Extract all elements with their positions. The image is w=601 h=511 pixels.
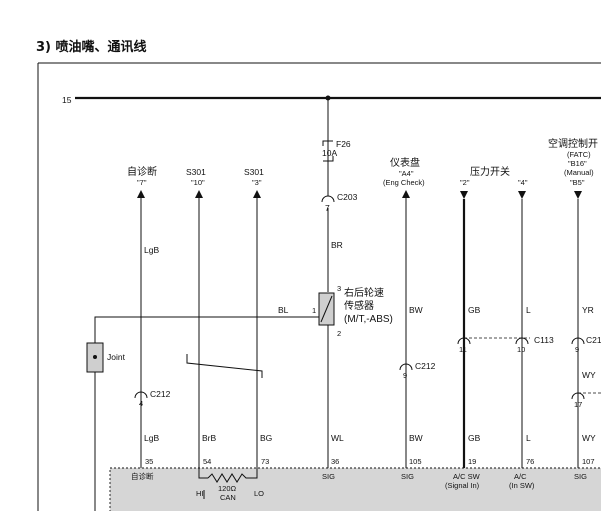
meter-wire-color: BW	[409, 305, 423, 315]
ac-wire-color: YR	[582, 305, 594, 315]
connector-c212-b	[399, 363, 413, 371]
ecu-press2-label-2: (Signal In)	[445, 481, 480, 490]
press2-arrow	[460, 191, 468, 199]
ac-wire-mid: WY	[582, 370, 596, 380]
press4-conn-pin: 10	[517, 345, 525, 354]
ecu-press4-label-2: (In SW)	[509, 481, 535, 490]
ac-wire-color-2: WY	[582, 433, 596, 443]
diag-wire-color: LgB	[144, 245, 159, 255]
bus-label: 15	[62, 95, 72, 105]
wire-color-wl: WL	[331, 433, 344, 443]
ac-arrow	[574, 191, 582, 199]
meter-note: (Eng Check)	[383, 178, 425, 187]
diag-c212-pin: 4	[139, 399, 143, 408]
c113-label: C113	[534, 335, 554, 345]
press4-ecu-pin: 76	[526, 457, 534, 466]
diagram-heading: 3) 喷油嘴、通讯线	[36, 39, 147, 55]
c212-label-a: C212	[150, 389, 171, 399]
meter-label: 仪表盘	[390, 156, 420, 169]
sensor-pin1: 1	[312, 306, 316, 315]
can-resistor-value: 120Ω	[218, 484, 237, 493]
s301a-wire-color: BrB	[202, 433, 217, 443]
meter-wire-color-2: BW	[409, 433, 423, 443]
press2-conn-pin: 11	[459, 345, 467, 354]
press2-wire-color: GB	[468, 305, 481, 315]
c212-label-b: C212	[415, 361, 436, 371]
ac-b5: "B5"	[570, 178, 585, 187]
ecu-press4-label: A/C	[514, 472, 527, 481]
ac-ecu-pin: 107	[582, 457, 595, 466]
diag-ecu-pin: 35	[145, 457, 153, 466]
press4-wire-color: L	[526, 305, 531, 315]
ac-manual: (Manual)	[564, 168, 594, 177]
diag-label: 自诊断	[127, 165, 157, 178]
meter-pin: "A4"	[399, 169, 414, 178]
ecu-module	[109, 467, 601, 511]
fuse-rating: 10A	[322, 148, 337, 158]
wire-color-br: BR	[331, 240, 343, 250]
ac-b16: "B16"	[568, 159, 587, 168]
joint-label: Joint	[107, 352, 126, 362]
ecu-diag-label: 自诊断	[131, 471, 154, 481]
meter-c212-pin: 9	[403, 371, 407, 380]
wire-bl	[94, 316, 319, 343]
can-resistor-lead	[198, 468, 258, 479]
diag-arrow	[137, 190, 145, 198]
s301b-pin: "3"	[252, 178, 262, 187]
diag-wire-color-2: LgB	[144, 433, 159, 443]
connector-c203	[321, 195, 335, 203]
fuse-id: F26	[336, 139, 351, 149]
fuse-symbol	[322, 140, 334, 162]
ac-conn-pin-top: 9	[575, 345, 579, 354]
sensor-pin3: 3	[337, 284, 341, 293]
can-resistor-symbol	[207, 473, 248, 483]
press2-pin: "2"	[460, 178, 470, 187]
ecu-press2-label: A/C SW	[453, 472, 481, 481]
ecu-meter-label: SIG	[401, 472, 414, 481]
s301b-label: S301	[244, 167, 264, 177]
connector-c212-a	[134, 391, 148, 399]
sensor-ecu-pin: 36	[331, 457, 339, 466]
twisted-pair-marker	[186, 354, 263, 378]
press4-pin: "4"	[518, 178, 528, 187]
press2-ecu-pin: 19	[468, 457, 476, 466]
s301a-pin: "10"	[191, 178, 205, 187]
ac-conn-label-top: C21	[586, 335, 601, 345]
sensor-label-2: 传感器	[344, 299, 374, 312]
ac-fatc: (FATC)	[567, 150, 591, 159]
meter-ecu-pin: 105	[409, 457, 422, 466]
sensor-label-3: (M/T,-ABS)	[344, 314, 393, 325]
diag-pin: "7"	[137, 178, 147, 187]
ac-connector-top	[571, 337, 585, 345]
sensor-label-1: 右后轮速	[344, 286, 384, 299]
connector-c203-label: C203	[337, 192, 358, 202]
press2-wire-color-2: GB	[468, 433, 481, 443]
can-hi: HI	[196, 489, 204, 498]
can-label: CAN	[220, 493, 236, 502]
s301a-arrow	[195, 190, 203, 198]
s301a-label: S301	[186, 167, 206, 177]
sensor-diagonal	[320, 295, 333, 323]
s301b-wire-color: BG	[260, 433, 272, 443]
s301b-ecu-pin: 73	[261, 457, 269, 466]
meter-arrow	[402, 190, 410, 198]
press4-arrow	[518, 191, 526, 199]
sensor-pin2: 2	[337, 329, 341, 338]
ac-label: 空调控制开	[548, 137, 598, 150]
can-lo: LO	[254, 489, 264, 498]
s301b-arrow	[253, 190, 261, 198]
ecu-sensor-label: SIG	[322, 472, 335, 481]
ecu-ac-label: SIG	[574, 472, 587, 481]
pressure-switch-label: 压力开关	[470, 165, 510, 178]
ac-conn-pin-mid: 17	[574, 400, 582, 409]
diagram-frame	[37, 62, 601, 511]
s301a-ecu-pin: 54	[203, 457, 211, 466]
joint-dot	[93, 355, 97, 359]
press4-wire-color-2: L	[526, 433, 531, 443]
wire-color-bl: BL	[278, 305, 289, 315]
